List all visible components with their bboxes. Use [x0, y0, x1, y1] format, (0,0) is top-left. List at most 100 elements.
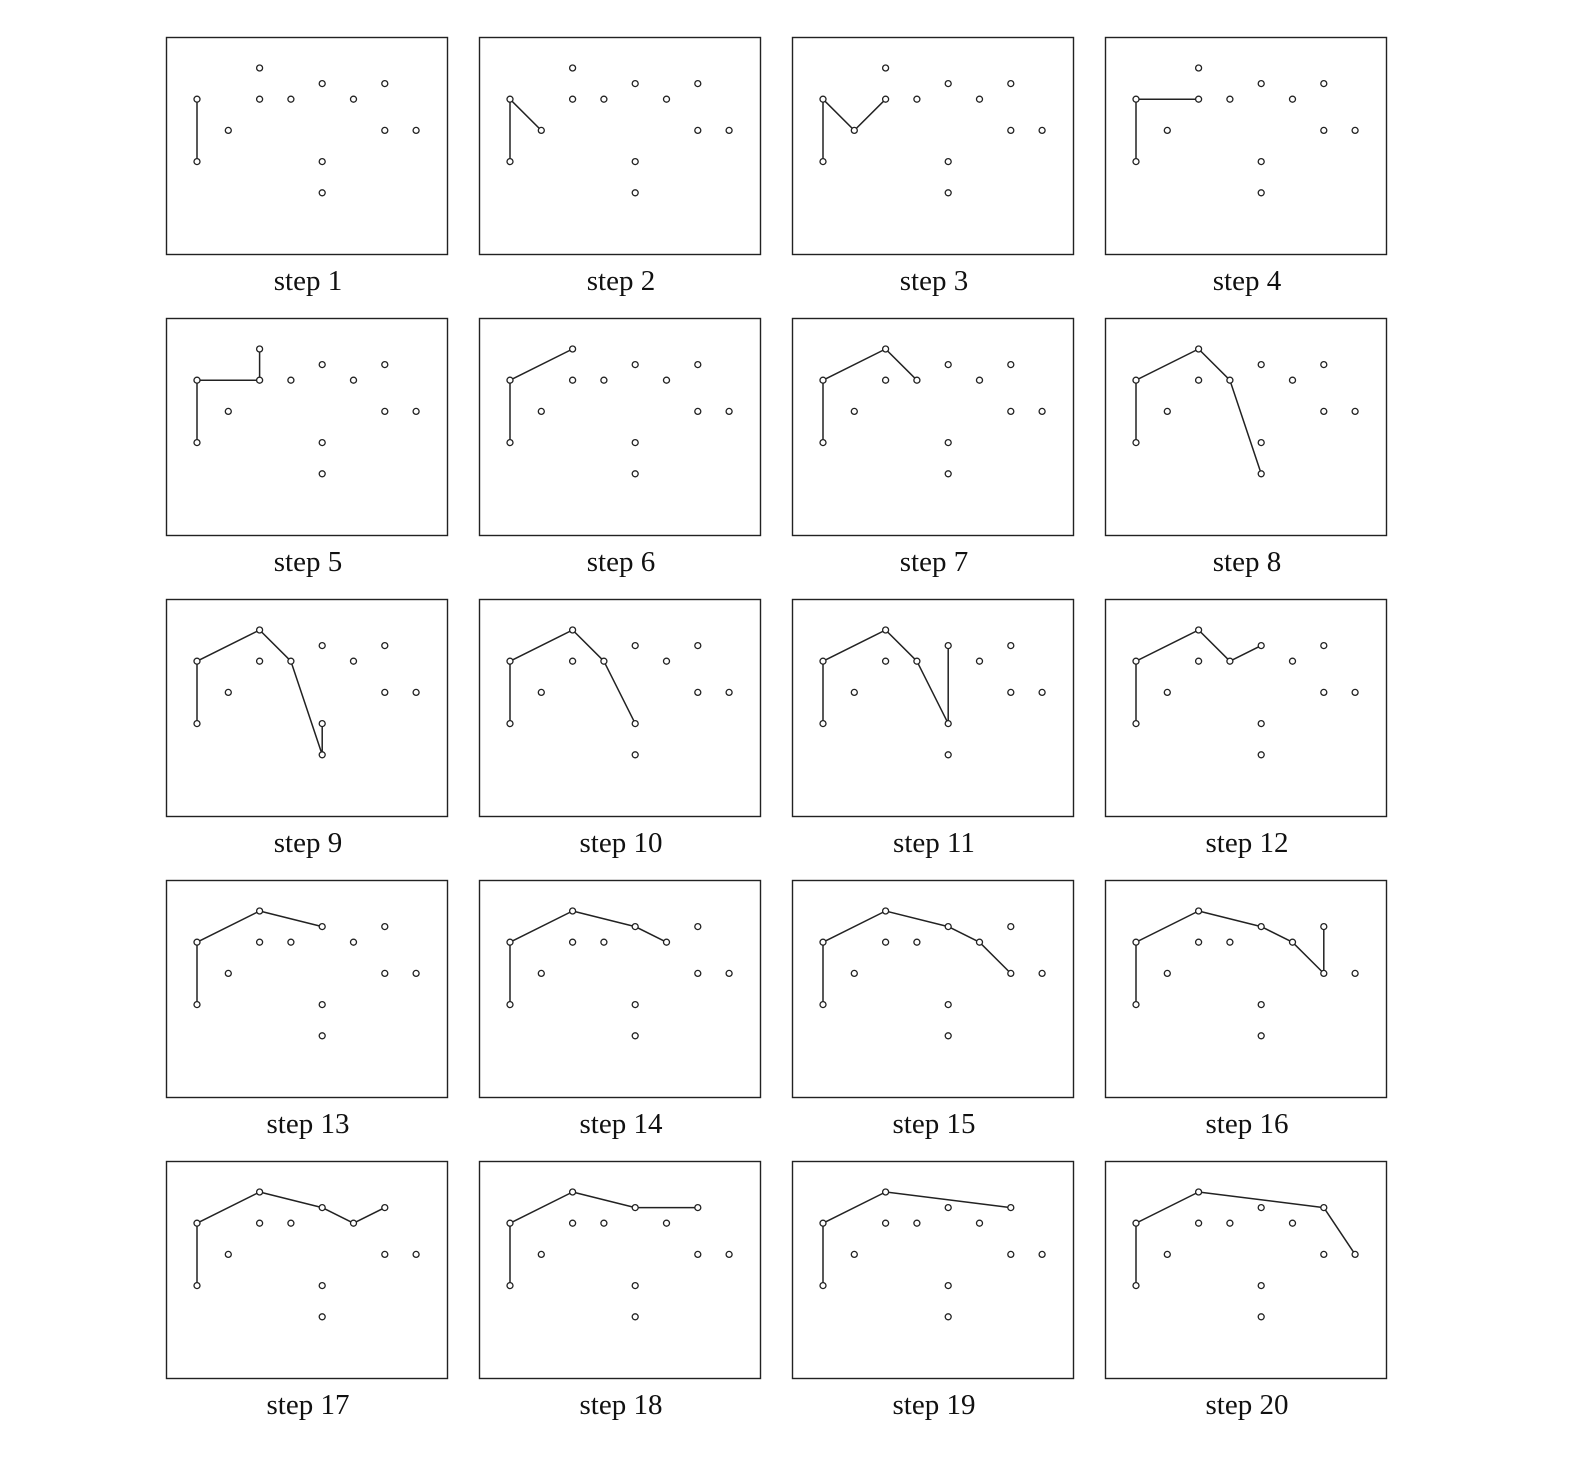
step-caption: step 14 [579, 1108, 663, 1140]
point-node [944, 922, 952, 931]
point-node [1132, 657, 1140, 665]
point-node [1007, 641, 1015, 650]
point-node [1257, 1032, 1265, 1040]
point-node [1320, 922, 1328, 931]
panel-frame [478, 1160, 762, 1380]
point-node [1351, 407, 1359, 416]
step-panel: step 7 [791, 317, 1112, 603]
panel-frame [478, 317, 762, 537]
point-node [881, 1188, 890, 1196]
step-panel: step 19 [791, 1160, 1112, 1446]
point-node [1194, 907, 1203, 915]
point-node [662, 938, 671, 946]
point-node [1038, 688, 1046, 697]
point-node [631, 1000, 639, 1009]
point-node [537, 688, 545, 697]
point-node [1132, 438, 1140, 447]
point-node [318, 1203, 326, 1212]
point-node [1132, 95, 1140, 103]
point-node [1163, 407, 1171, 416]
point-node [631, 922, 639, 931]
point-node [1257, 641, 1265, 650]
point-node [1194, 345, 1203, 353]
point-node [568, 95, 577, 103]
point-node [568, 938, 577, 946]
point-node [1163, 688, 1171, 697]
point-node [318, 922, 326, 931]
point-node [1257, 751, 1265, 759]
point-node [193, 95, 201, 103]
point-node [694, 126, 702, 135]
panel-frame [791, 317, 1075, 537]
point-node [1288, 938, 1297, 946]
point-node [662, 1219, 671, 1227]
point-node [631, 1032, 639, 1040]
point-node [506, 719, 514, 728]
point-node [913, 938, 921, 946]
point-node [1194, 376, 1203, 384]
point-node [1257, 922, 1265, 931]
panel-frame [165, 1160, 449, 1380]
point-node [318, 719, 326, 728]
panel-frame [791, 598, 1075, 818]
point-node [662, 376, 671, 384]
step-diagram [165, 879, 449, 1099]
point-node [1320, 641, 1328, 650]
panel-frame [478, 36, 762, 256]
point-node [381, 126, 389, 135]
point-node [1226, 95, 1234, 103]
point-node [850, 126, 858, 135]
point-node [725, 688, 733, 697]
point-node [631, 360, 639, 369]
point-node [819, 376, 827, 384]
point-node [600, 1219, 608, 1227]
point-node [881, 626, 890, 634]
point-node [1257, 189, 1265, 197]
point-node [1320, 1250, 1328, 1259]
step-panel: step 9 [165, 598, 486, 884]
point-node [506, 95, 514, 103]
point-node [255, 907, 264, 915]
point-node [1320, 126, 1328, 135]
point-node [850, 969, 858, 978]
point-node [1132, 938, 1140, 946]
point-node [944, 1313, 952, 1321]
point-node [537, 1250, 545, 1259]
point-node [381, 1250, 389, 1259]
point-node [568, 1188, 577, 1196]
point-node [506, 1000, 514, 1009]
point-node [224, 126, 232, 135]
point-node [944, 1281, 952, 1290]
point-node [944, 438, 952, 447]
point-node [224, 1250, 232, 1259]
point-node [1007, 407, 1015, 416]
point-node [1007, 126, 1015, 135]
point-node [1132, 376, 1140, 384]
point-node [1257, 157, 1265, 166]
point-node [349, 376, 358, 384]
point-node [631, 470, 639, 478]
point-node [944, 157, 952, 166]
step-caption: step 12 [1205, 827, 1289, 859]
point-node [631, 157, 639, 166]
point-node [1007, 922, 1015, 931]
point-node [193, 657, 201, 665]
path-line [822, 1191, 1012, 1287]
point-node [975, 657, 984, 665]
point-node [412, 126, 420, 135]
point-node [193, 1281, 201, 1290]
point-node [568, 345, 577, 353]
step-diagram [165, 1160, 449, 1380]
point-node [287, 657, 295, 665]
point-node [568, 907, 577, 915]
point-node [1320, 1203, 1328, 1212]
panel-frame [1104, 36, 1388, 256]
point-node [1257, 360, 1265, 369]
point-node [850, 1250, 858, 1259]
step-diagram [1104, 36, 1388, 256]
step-panel: step 8 [1104, 317, 1425, 603]
path-line [196, 910, 323, 1006]
point-node [287, 376, 295, 384]
point-node [349, 938, 358, 946]
step-diagram [1104, 1160, 1388, 1380]
